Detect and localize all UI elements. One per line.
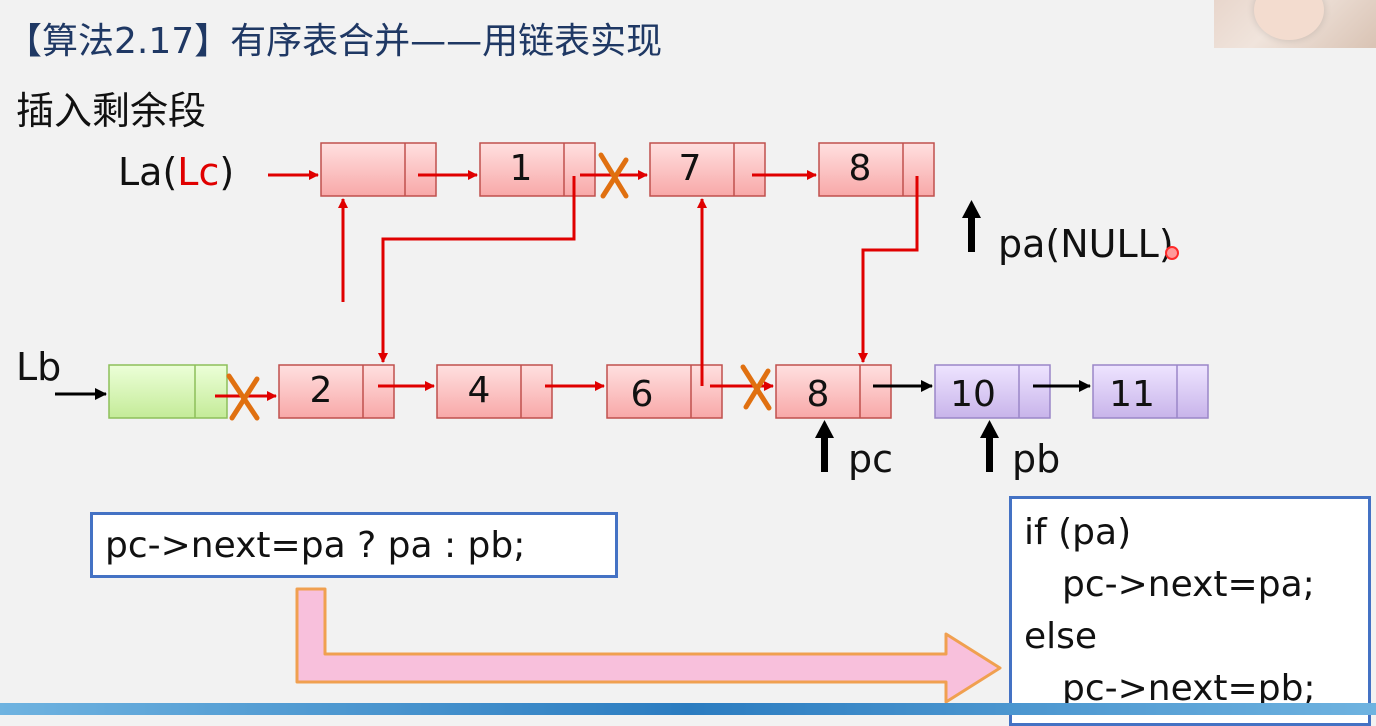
arrow-1-to-2 (378, 176, 576, 363)
bottom-bar (0, 703, 1376, 715)
list-b-node-4-value: 4 (468, 370, 491, 411)
code-line-if: if (pa) (1024, 512, 1132, 553)
slide-subtitle: 插入剩余段 (16, 89, 207, 133)
arrow-8a-to-8b (858, 176, 919, 363)
if-else-code-box: if (pa) pc->next=pa; else pc->next=pb; (1009, 496, 1371, 726)
list-b-node-4: 4 (436, 364, 553, 419)
pa-label: pa(NULL) (998, 222, 1174, 266)
pa-pointer-arrow (962, 200, 981, 252)
list-b-node-head (108, 364, 228, 419)
pb-label: pb (1012, 437, 1061, 481)
pc-label: pc (848, 437, 894, 481)
pc-pointer-arrow (815, 420, 834, 472)
cross-mark-a1 (598, 152, 629, 199)
list-a-node-8: 8 (818, 142, 935, 197)
code-line-then: pc->next=pa; (1062, 564, 1315, 605)
presenter-face (1254, 0, 1324, 40)
list-b-node-11: 11 (1092, 364, 1209, 419)
list-b-node-10: 10 (934, 364, 1051, 419)
ternary-code-box: pc->next=pa ? pa : pb; (90, 512, 618, 578)
list-b-node-10-value: 10 (950, 374, 996, 415)
list-b-node-8: 8 (775, 364, 892, 419)
la-suffix: ) (219, 150, 235, 194)
laser-pointer-dot (1165, 246, 1179, 260)
cross-mark-b2 (740, 364, 772, 411)
list-a-node-head (320, 142, 437, 197)
slide-title: 【算法2.17】有序表合并——用链表实现 (6, 21, 663, 62)
big-transition-arrow (295, 587, 1002, 704)
la-prefix: La( (118, 150, 178, 194)
list-b-node-6: 6 (606, 364, 723, 419)
list-b-node-8-value: 8 (807, 374, 830, 415)
code-line-else: else (1024, 616, 1098, 657)
lc-label: Lc (177, 150, 220, 194)
list-b-node-6-value: 6 (631, 374, 654, 415)
code-line-else-body: pc->next=pb; (1062, 668, 1316, 709)
list-a-node-7-value: 7 (679, 148, 702, 189)
lb-label: Lb (16, 345, 62, 389)
list-a-node-7: 7 (649, 142, 766, 197)
cross-mark-b1 (226, 373, 260, 421)
list-a-node-1: 1 (479, 142, 596, 197)
list-b-node-2: 2 (278, 364, 395, 419)
list-b-node-11-value: 11 (1109, 374, 1155, 415)
list-a-node-8-value: 8 (849, 148, 872, 189)
la-label: La(Lc) (118, 150, 234, 194)
ternary-code: pc->next=pa ? pa : pb; (105, 525, 526, 566)
list-b-node-2-value: 2 (310, 370, 333, 411)
list-a-node-1-value: 1 (510, 148, 533, 189)
webcam-overlay (1214, 0, 1376, 48)
pb-pointer-arrow (980, 420, 999, 472)
